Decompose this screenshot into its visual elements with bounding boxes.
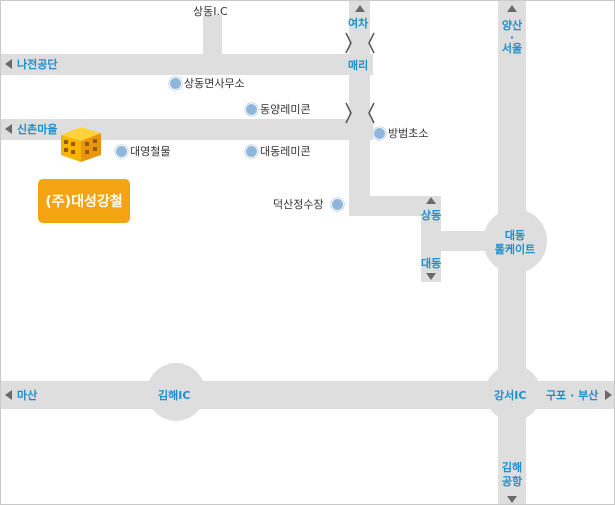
arrow-left-najeon-icon [5,59,12,69]
sangdong-office-label: 상동면사무소 [184,77,245,90]
daeyoung-steel-marker [115,145,128,158]
daedong-tollgate-label-2: 톨케이트 [494,243,536,256]
najeon-label: 나전공단 [17,58,58,71]
yeocha-label: 여차 [348,17,369,30]
arrow-down-airport-icon [507,496,517,503]
daeyoung-steel-label: 대영철물 [130,145,171,158]
arrow-left-masan-icon [5,390,12,400]
arrow-up-yangsan-icon [507,5,517,12]
arrow-up-sangdong-icon [426,197,436,204]
sangdong-label: 상동 [421,209,442,222]
sangdong-office-marker [169,77,182,90]
bangbeom-chocho-marker [373,127,386,140]
road-sangdong-ic [203,15,222,57]
yangsan-label: 양산 [501,19,523,32]
dongyang-remicon-label: 동양레미콘 [260,103,311,116]
yangsan-dot-label: · [509,31,515,44]
company-label: (주)대성강철 [38,179,130,223]
gimhae-ic-circle [147,363,205,421]
road-yeocha [349,1,370,216]
deoksan-water-label: 덕산정수장 [273,198,324,211]
bangbeom-chocho-label: 방범초소 [388,127,429,140]
gimhae-ic-label: 김해IC [158,389,191,402]
road-najeon [1,54,373,75]
arrow-up-yeocha-icon [355,5,365,12]
daedong-remicon-label: 대동레미콘 [260,145,311,158]
dongyang-remicon-marker [245,103,258,116]
daedong-remicon-marker [245,145,258,158]
daedong-tollgate-label-1: 대동 [504,229,526,242]
deoksan-water-marker [331,198,344,211]
arrow-left-sinchon-icon [5,124,12,134]
arrow-right-busan-icon [605,390,612,400]
maeri-label: 매리 [348,59,369,72]
gupo-busan-label: 구포 · 부산 [546,389,599,402]
road-deoksan [349,196,441,216]
sangdong-ic-label: 상동I.C [193,5,228,18]
bridge-marker-middle [345,102,375,124]
gangseo-ic-label: 강서IC [494,389,527,402]
gimhae-airport-label-2: 공항 [501,475,523,488]
sinchon-label: 신촌마을 [17,123,58,136]
company-building-icon [61,127,101,162]
seoul-label: 서울 [501,42,523,55]
tollgate-circle [483,209,547,273]
arrow-down-daedong-icon [426,273,436,280]
gimhae-airport-label-1: 김해 [501,461,523,474]
masan-label: 마산 [17,389,38,402]
gangseo-ic-circle [485,365,541,421]
daedong-label: 대동 [421,257,442,270]
bridge-marker-top [345,32,375,54]
